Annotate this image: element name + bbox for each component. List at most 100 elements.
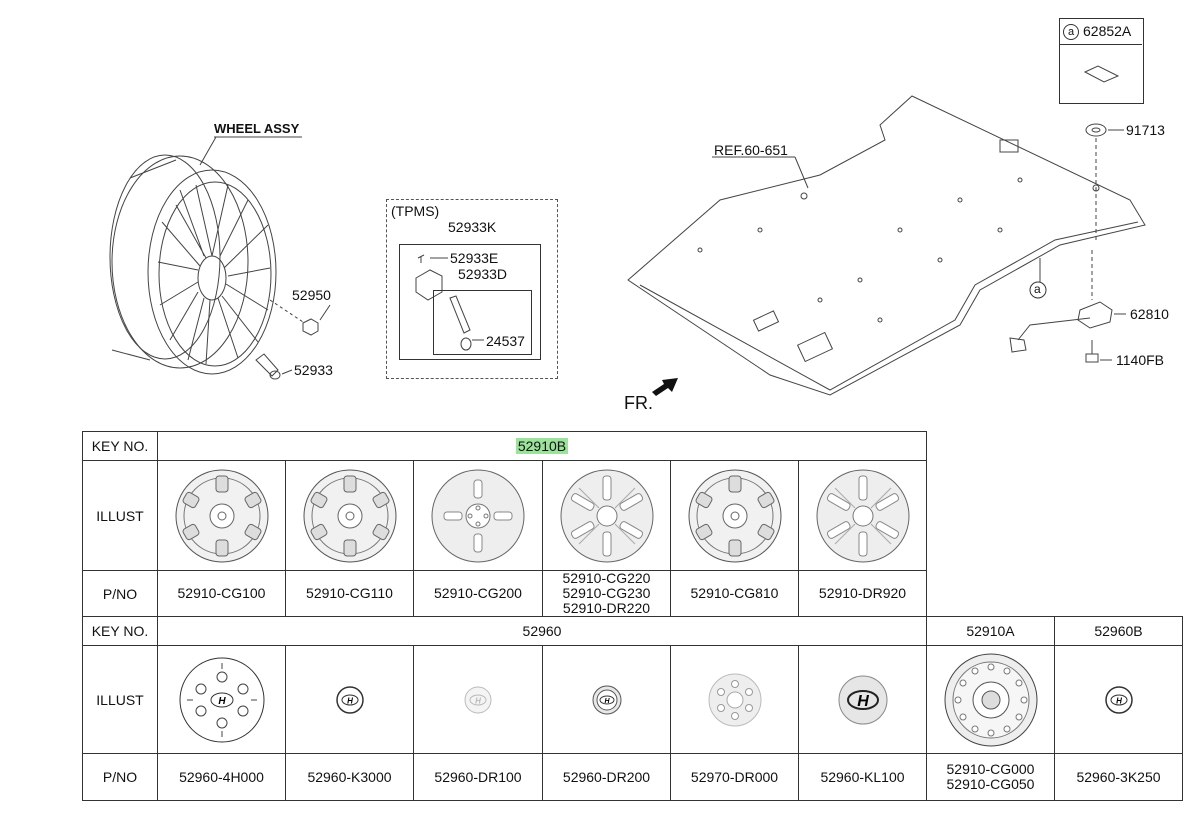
- pno-text[interactable]: 52910-CG220: [562, 570, 651, 586]
- tpms-group-box: [386, 199, 558, 379]
- hubcap-logo-small-icon: H: [1104, 685, 1133, 714]
- illust-cell[interactable]: [157, 460, 286, 571]
- illust-cell[interactable]: [670, 460, 799, 571]
- illust-cell[interactable]: [670, 645, 799, 754]
- hub-cap-bolt-icon: [708, 673, 761, 726]
- pno-text[interactable]: 52960-3K250: [1076, 768, 1161, 785]
- pno-text[interactable]: 52960-DR200: [562, 768, 651, 785]
- tpms-valve-box: [433, 290, 532, 355]
- illust-cell[interactable]: H: [542, 645, 671, 754]
- steel-wheel-icon: [944, 653, 1037, 746]
- pno-text[interactable]: 52910-CG110: [306, 585, 393, 601]
- inset-box: [1059, 18, 1144, 104]
- pno-text[interactable]: 52910-DR920: [818, 585, 907, 601]
- inset-marker: a: [1063, 24, 1079, 40]
- tpms-kit-box: [399, 244, 541, 360]
- svg-text:H: H: [857, 693, 869, 710]
- part-label-52933K[interactable]: 52933K: [448, 219, 497, 235]
- pno-cell[interactable]: 52910-CG200: [413, 570, 543, 617]
- pno-text[interactable]: 52910-DR220: [562, 600, 651, 616]
- pno-cell[interactable]: 52960-DR100: [413, 753, 543, 801]
- jack-icon: [1009, 250, 1113, 353]
- pno-cell[interactable]: 52960-KL100: [798, 753, 927, 801]
- part-label-24537[interactable]: 24537: [486, 333, 525, 349]
- pno-text[interactable]: 52970-DR000: [690, 768, 779, 785]
- pno-text[interactable]: 52960-DR100: [434, 768, 522, 785]
- wheel-assy-label: WHEEL ASSY: [214, 121, 300, 136]
- wheel-cover-sport-icon: [303, 469, 396, 562]
- pno-text[interactable]: 52910-CG050: [946, 776, 1035, 792]
- key-value-52910A[interactable]: 52910A: [926, 616, 1055, 646]
- illust-cell[interactable]: H: [798, 645, 927, 754]
- hubcap-logo-small-icon: H: [335, 685, 364, 714]
- part-label-52950[interactable]: 52950: [292, 287, 331, 303]
- wheel-cover-sport-icon: [175, 469, 268, 562]
- illust-header: ILLUST: [82, 460, 158, 571]
- pno-text[interactable]: 52910-CG200: [434, 585, 522, 601]
- part-label-62810[interactable]: 62810: [1130, 306, 1169, 322]
- key-value-cell: 52910B: [157, 431, 927, 461]
- illust-cell[interactable]: H: [157, 645, 286, 754]
- pno-text[interactable]: 52910-CG230: [562, 585, 651, 601]
- pno-text[interactable]: 52910-CG000: [946, 761, 1035, 777]
- key-value-52960B[interactable]: 52960B: [1054, 616, 1183, 646]
- valve-stem-icon: [255, 353, 281, 380]
- front-direction-arrow-icon: [652, 378, 678, 396]
- ref-label[interactable]: REF.60-651: [714, 142, 788, 158]
- svg-text:H: H: [347, 696, 353, 705]
- svg-text:H: H: [1116, 696, 1122, 705]
- key-value-52960[interactable]: 52960: [157, 616, 927, 646]
- part-label-52933E[interactable]: 52933E: [450, 250, 499, 266]
- washer-icon: [1085, 123, 1107, 240]
- part-label-52933D[interactable]: 52933D: [458, 266, 508, 282]
- hubcap-logo-ring-icon: H: [592, 685, 621, 714]
- key-value-52910B[interactable]: 52910B: [515, 438, 569, 454]
- pno-text[interactable]: 52960-K3000: [307, 768, 392, 785]
- svg-text:H: H: [604, 698, 610, 705]
- svg-text:H: H: [218, 696, 226, 707]
- illust-cell[interactable]: [413, 460, 543, 571]
- pno-text[interactable]: 52910-CG100: [177, 585, 266, 601]
- illust-cell[interactable]: H: [413, 645, 543, 754]
- pno-cell[interactable]: 52910-DR920: [798, 570, 927, 617]
- illust-cell[interactable]: H: [1054, 645, 1183, 754]
- pno-cell[interactable]: 52960-3K250: [1054, 753, 1183, 801]
- lug-nut-icon: [269, 299, 319, 336]
- pno-text[interactable]: 52910-CG810: [690, 585, 779, 601]
- illust-cell[interactable]: [926, 645, 1055, 754]
- part-label-91713[interactable]: 91713: [1126, 122, 1165, 138]
- pno-text[interactable]: 52960-KL100: [820, 768, 905, 785]
- inset-header: [1059, 18, 1142, 45]
- pno-cell[interactable]: 52960-4H000: [157, 753, 286, 801]
- illust-header: ILLUST: [82, 645, 158, 754]
- illust-cell[interactable]: [798, 460, 927, 571]
- key-no-header: KEY NO.: [82, 431, 158, 461]
- pno-cell[interactable]: 52910-CG810: [670, 570, 799, 617]
- pad-icon: [1083, 65, 1120, 83]
- tpms-sensor-icon: [415, 254, 472, 351]
- pno-cell[interactable]: 52910-CG100: [157, 570, 286, 617]
- wheel-assy-icon: [109, 154, 277, 375]
- wheel-cover-table: KEY NO. 52910B ILLUST P/NO 52910-CG100 5…: [82, 431, 927, 617]
- floor-panel-icon: [627, 95, 1146, 396]
- part-label-1140FB[interactable]: 1140FB: [1116, 352, 1164, 368]
- pno-text[interactable]: 52960-4H000: [179, 768, 264, 785]
- wheel-cover-plain-icon: [431, 469, 525, 562]
- pno-cell[interactable]: 52960-DR200: [542, 753, 671, 801]
- illust-cell[interactable]: [542, 460, 671, 571]
- illust-cell[interactable]: H: [285, 645, 414, 754]
- key-no-header: KEY NO.: [82, 616, 158, 646]
- pno-cell[interactable]: 52970-DR000: [670, 753, 799, 801]
- illust-cell[interactable]: [285, 460, 414, 571]
- front-label: FR.: [624, 393, 653, 413]
- wheel-cover-spoke-icon: [816, 469, 909, 562]
- hub-cap-center-icon: H: [179, 657, 264, 742]
- part-label-52933[interactable]: 52933: [294, 362, 333, 378]
- pno-header: P/NO: [82, 753, 158, 801]
- pno-cell[interactable]: 52960-K3000: [285, 753, 414, 801]
- part-label-62852A[interactable]: 62852A: [1083, 23, 1132, 39]
- pno-cell[interactable]: 52910-CG110: [285, 570, 414, 617]
